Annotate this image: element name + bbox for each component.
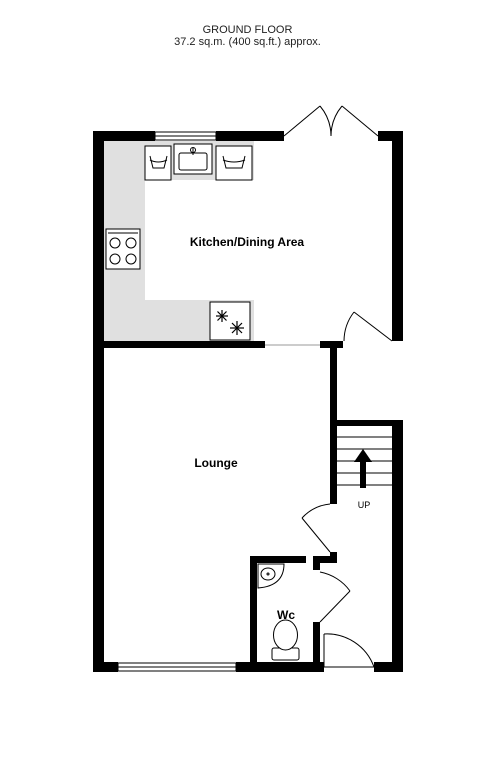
stairs-arrow-icon xyxy=(354,449,372,488)
floor-area: 37.2 sq.m. (400 sq.ft.) approx. xyxy=(174,36,321,48)
washing-machine-icon xyxy=(144,145,172,181)
stairs-label: UP xyxy=(358,500,371,510)
toilet-icon xyxy=(271,619,300,661)
walls xyxy=(93,131,403,672)
sink-icon xyxy=(173,143,213,175)
room-label-lounge: Lounge xyxy=(194,456,238,470)
floor-title: GROUND FLOOR xyxy=(202,24,293,36)
lounge-hall-door xyxy=(301,503,331,553)
windows xyxy=(117,131,237,672)
dishwasher-icon xyxy=(215,145,253,181)
front-door xyxy=(323,633,375,668)
fridge-freezer-icon xyxy=(209,301,251,341)
room-label-kitchen: Kitchen/Dining Area xyxy=(190,235,305,249)
kitchen-side-door xyxy=(343,311,393,342)
room-label-wc: Wc xyxy=(277,608,295,622)
basin-icon xyxy=(257,563,285,589)
french-doors xyxy=(283,105,379,137)
wc-door xyxy=(319,571,351,623)
hob-icon xyxy=(105,228,141,270)
kitchen-worktop xyxy=(104,141,254,342)
doors xyxy=(283,105,393,668)
